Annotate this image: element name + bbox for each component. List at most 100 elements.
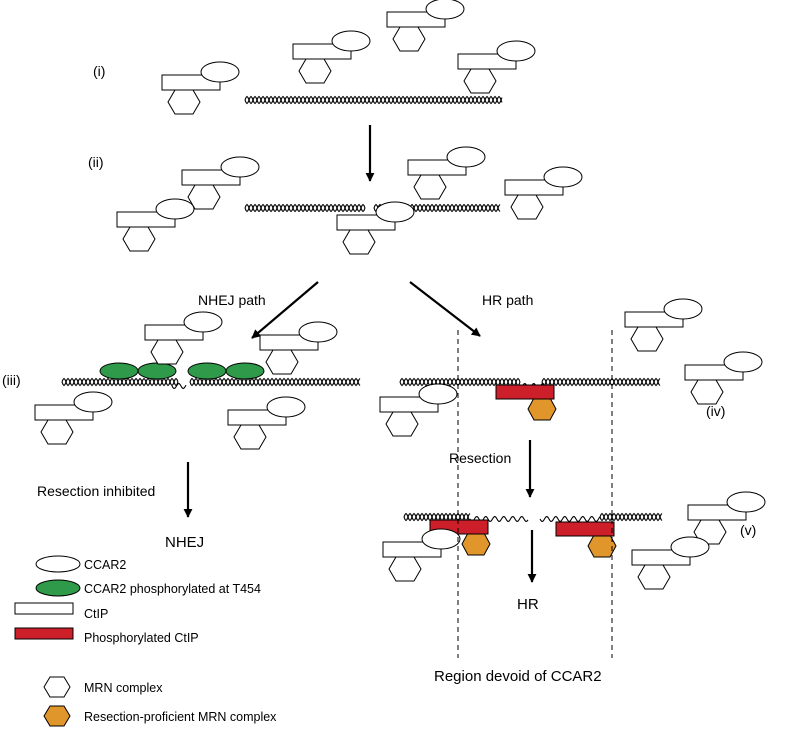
dna-stage-v-right bbox=[599, 512, 663, 522]
legend-ccar2-phospho-icon bbox=[35, 579, 81, 597]
ccar2 bbox=[418, 383, 458, 405]
complex-ii-a bbox=[181, 156, 260, 210]
complex-i-right bbox=[457, 40, 536, 94]
complex-ii-b bbox=[407, 146, 486, 200]
ccar2 bbox=[496, 40, 536, 62]
phospho-complex-v-right bbox=[555, 521, 617, 558]
dna-stage-iii-left bbox=[61, 377, 179, 387]
ccar2 bbox=[183, 311, 223, 333]
mrn-complex bbox=[392, 26, 426, 52]
mrn-complex bbox=[637, 564, 671, 590]
ccar2 bbox=[543, 166, 583, 188]
region-devoid-label: Region devoid of CCAR2 bbox=[434, 668, 602, 685]
complex-i-mid bbox=[292, 30, 371, 84]
hr-path-label: HR path bbox=[482, 292, 533, 308]
complex-ii-d bbox=[116, 198, 195, 252]
ccar2-phosphorylated bbox=[225, 362, 265, 380]
complex-iv-c bbox=[379, 383, 458, 437]
legend-mrn-active-label: Resection-proficient MRN complex bbox=[84, 710, 277, 724]
complex-iv-a bbox=[624, 298, 703, 352]
mrn-complex bbox=[40, 419, 74, 445]
complex-ii-c bbox=[504, 166, 583, 220]
nhej-outcome-label: NHEJ bbox=[165, 534, 204, 551]
complex-ii-e bbox=[336, 201, 415, 255]
mrn-complex bbox=[690, 379, 724, 405]
phosphorylated-ctip bbox=[495, 384, 555, 400]
ccar2-phosphorylated bbox=[99, 362, 139, 380]
dna-stage-iv-right bbox=[541, 377, 661, 387]
stage-label-ii: (ii) bbox=[88, 154, 104, 170]
arrow-nhej-path bbox=[251, 281, 319, 339]
ccar2 bbox=[663, 298, 703, 320]
legend-ctip-icon bbox=[14, 602, 74, 615]
ccar2 bbox=[670, 536, 710, 558]
ccar2-phosphorylated bbox=[137, 362, 177, 380]
ccar2 bbox=[726, 491, 766, 513]
ccar2 bbox=[73, 391, 113, 413]
resection-label: Resection bbox=[449, 450, 511, 466]
region-boundaries bbox=[457, 330, 613, 658]
ccar2 bbox=[421, 528, 461, 550]
complex-iii-b bbox=[259, 321, 338, 375]
mrn-complex bbox=[388, 556, 422, 582]
mrn-complex bbox=[342, 229, 376, 255]
complex-v-b bbox=[687, 491, 766, 545]
legend-mrn-active-icon bbox=[43, 705, 71, 727]
ccar2 bbox=[220, 156, 260, 178]
mrn-complex bbox=[413, 174, 447, 200]
resection-proficient-mrn bbox=[527, 397, 557, 421]
legend-ccar2-icon bbox=[35, 555, 81, 573]
resection-proficient-mrn bbox=[461, 532, 491, 556]
legend bbox=[14, 555, 81, 727]
dna-strands bbox=[61, 95, 663, 523]
dna-stage-i bbox=[244, 95, 503, 105]
stage-label-i: (i) bbox=[93, 63, 105, 79]
ccar2 bbox=[298, 321, 338, 343]
mrn-complex bbox=[510, 194, 544, 220]
legend-mrn-label: MRN complex bbox=[84, 681, 163, 695]
mrn-complex bbox=[463, 68, 497, 94]
complex-iv-b bbox=[684, 351, 763, 405]
hr-outcome-label: HR bbox=[517, 596, 539, 613]
dna-stage-iv-left bbox=[399, 377, 521, 387]
legend-mrn-icon bbox=[43, 676, 71, 698]
mrn-complex bbox=[233, 424, 267, 450]
ccar2 bbox=[155, 198, 195, 220]
arrows bbox=[183, 125, 537, 583]
mrn-complex bbox=[167, 89, 201, 115]
mrn-complex bbox=[630, 326, 664, 352]
complex-v-c bbox=[631, 536, 710, 590]
ccar2-phosphorylated bbox=[187, 362, 227, 380]
mrn-complex bbox=[385, 411, 419, 437]
phospho-complex-iv bbox=[495, 384, 557, 421]
legend-ctip-phospho-label: Phosphorylated CtIP bbox=[84, 631, 199, 645]
resection-inhibited-label: Resection inhibited bbox=[37, 483, 155, 499]
dna-stage-iii-overhang bbox=[171, 382, 187, 390]
complex-i-left bbox=[161, 61, 240, 115]
ccar2 bbox=[266, 396, 306, 418]
complex-v-a bbox=[382, 528, 461, 582]
complex-iii-c bbox=[34, 391, 113, 445]
complex-iii-d bbox=[227, 396, 306, 450]
complex-iii-a bbox=[144, 311, 223, 365]
stage-label-iii: (iii) bbox=[2, 372, 21, 388]
legend-ccar2-label: CCAR2 bbox=[84, 558, 126, 572]
arrow-hr-path bbox=[409, 281, 481, 337]
legend-ctip-label: CtIP bbox=[84, 607, 108, 621]
legend-ctip-phospho-icon bbox=[14, 627, 74, 640]
mrn-complex bbox=[150, 339, 184, 365]
legend-ccar2-phospho-label: CCAR2 phosphorylated at T454 bbox=[84, 582, 261, 596]
mrn-complex bbox=[298, 58, 332, 84]
ccar2 bbox=[200, 61, 240, 83]
ccar2 bbox=[425, 0, 465, 20]
stage-label-iv: (iv) bbox=[706, 403, 725, 419]
mrn-complex bbox=[265, 349, 299, 375]
dna-stage-iii-right bbox=[189, 377, 361, 387]
dna-stage-ii-left bbox=[244, 203, 366, 213]
complex-i-top bbox=[386, 0, 465, 52]
ccar2 bbox=[375, 201, 415, 223]
mrn-complex bbox=[122, 226, 156, 252]
dna-stage-v-ss-right bbox=[539, 515, 601, 523]
ccar2 bbox=[723, 351, 763, 373]
